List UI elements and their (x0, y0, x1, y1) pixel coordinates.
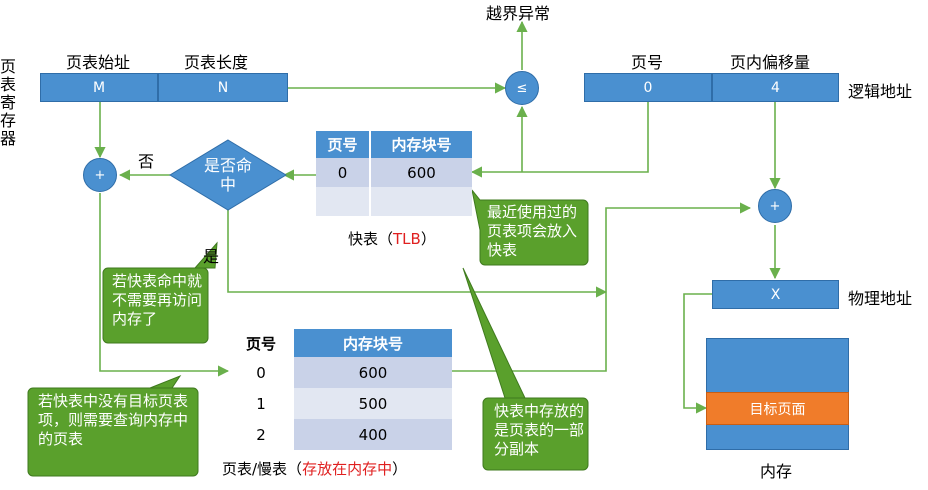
tlb-cell (370, 187, 472, 216)
out-of-bounds-label: 越界异常 (486, 4, 551, 23)
decision-yes-label: 是 (203, 247, 220, 266)
tlb-table: 页号 内存块号 0 600 (316, 131, 472, 216)
page-table-caption: 页表/慢表（存放在内存中） (222, 458, 407, 479)
tlb-caption-highlight: TLB (393, 230, 421, 248)
table-row: 0 600 (316, 158, 472, 187)
page-table-cell: 0 (256, 363, 266, 382)
logical-offset-label: 页内偏移量 (730, 53, 811, 72)
decision-no-label: 否 (138, 152, 155, 171)
page-table-caption-suffix: ） (392, 460, 408, 478)
tlb-header-page: 页号 (316, 131, 371, 158)
plus-node-left: + (83, 158, 117, 192)
page-table-header-page: 页号 (245, 334, 276, 353)
tlb-header-block: 内存块号 (370, 131, 472, 158)
tlb-caption-suffix: ） (420, 230, 436, 248)
compare-node: ≤ (505, 71, 539, 105)
callout-tlb-miss-shape (27, 374, 199, 477)
page-table-register-label: 页表寄存器 (0, 57, 17, 148)
page-table-caption-prefix: 页表/慢表（ (222, 460, 303, 478)
callout-tlb-hit: 若快表命中就不需要再访问内存了 (112, 272, 203, 328)
page-table-start-box: M (40, 73, 158, 102)
page-table-length-box: N (158, 73, 288, 102)
callout-tlb-miss: 若快表中没有目标页表项，则需要查询内存中的页表 (38, 392, 189, 448)
logical-page-label: 页号 (631, 53, 664, 72)
callout-tlb-hit-shape (102, 241, 218, 344)
tlb-cell: 600 (407, 163, 436, 182)
callout-tlb-copy: 快表中存放的是页表的一部分副本 (494, 402, 585, 458)
callout-tlb-copy-shape (462, 267, 589, 471)
target-page-box: 目标页面 (706, 392, 849, 425)
logical-offset-box: 4 (712, 73, 839, 102)
page-table-cell: 600 (294, 357, 452, 388)
page-table: 页号 内存块号 0 600 1 500 2 400 (228, 329, 452, 450)
tlb-caption: 快表（TLB） (348, 228, 436, 249)
decision-diamond (169, 139, 287, 211)
table-row: 1 500 (228, 388, 452, 419)
page-table-length-label: 页表长度 (184, 53, 249, 72)
tlb-caption-prefix: 快表（ (348, 230, 394, 248)
page-table-cell: 400 (294, 419, 452, 450)
page-table-cell: 2 (256, 425, 266, 444)
physical-address-box: X (712, 280, 839, 309)
logical-page-box: 0 (584, 73, 712, 102)
table-row (316, 187, 472, 216)
table-row: 2 400 (228, 419, 452, 450)
physical-address-label: 物理地址 (848, 289, 913, 308)
page-table-cell: 500 (294, 388, 452, 419)
callout-tlb-recent: 最近使用过的页表项会放入快表 (487, 203, 578, 259)
tlb-cell: 0 (316, 158, 371, 187)
page-table-caption-highlight: 存放在内存中 (302, 460, 393, 478)
page-table-start-label: 页表始址 (66, 53, 131, 72)
decision-text: 是否命中 (203, 156, 252, 194)
page-table-header-block: 内存块号 (294, 329, 452, 357)
tlb-cell (316, 187, 371, 216)
memory-label: 内存 (760, 462, 793, 481)
callout-tlb-recent-shape (471, 189, 589, 266)
page-table-cell: 1 (256, 394, 266, 413)
plus-node-right: + (758, 189, 792, 223)
table-row: 0 600 (228, 357, 452, 388)
logical-address-label: 逻辑地址 (848, 82, 913, 101)
